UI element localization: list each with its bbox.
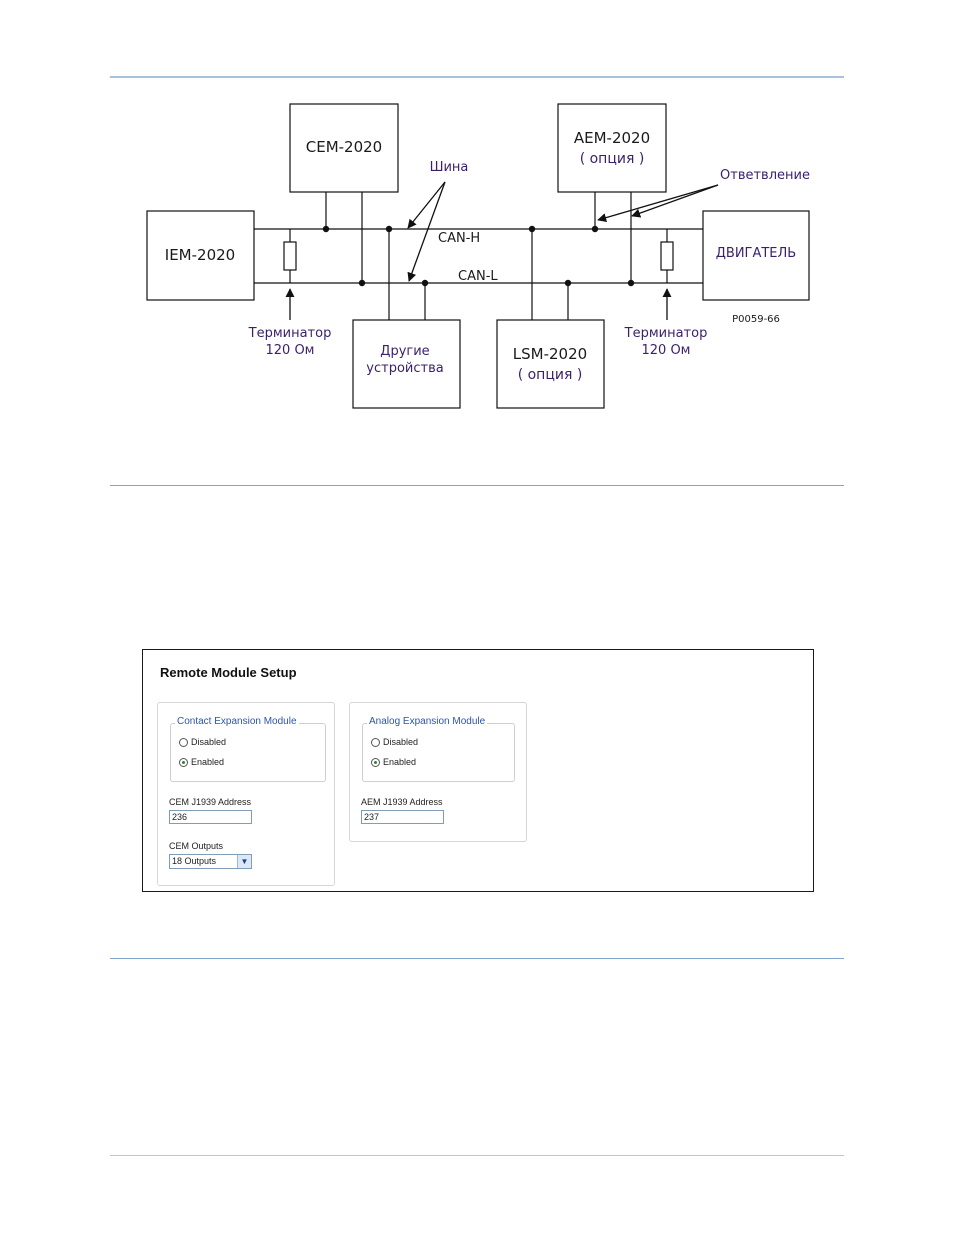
bus-label: Шина: [430, 160, 469, 175]
cem-radio-enabled-label: Enabled: [191, 757, 225, 767]
iem-box: [146, 210, 255, 301]
aem-address-input[interactable]: 237: [361, 810, 444, 824]
bus-arrow-2: [407, 181, 446, 282]
lsm-label: LSM-2020: [513, 345, 587, 363]
can-l-label: CAN-L: [458, 269, 498, 284]
cem-outputs-value: 18 Outputs: [172, 856, 217, 866]
radio-selected-icon[interactable]: [371, 757, 380, 767]
section-rule-2: [110, 958, 844, 959]
aem-label: AEM-2020: [574, 129, 650, 147]
lsm-option-label: ( опция ): [518, 367, 583, 383]
aem-option-label: ( опция ): [580, 151, 645, 167]
terminator-left-label-2: 120 Ом: [266, 343, 315, 358]
radio-selected-icon[interactable]: [179, 757, 188, 767]
cem-radio-enabled[interactable]: Enabled: [179, 757, 224, 767]
aem-radio-disabled[interactable]: Disabled: [371, 737, 418, 747]
cem-box: [289, 103, 399, 193]
aem-radio-enabled[interactable]: Enabled: [371, 757, 416, 767]
terminator-right-label-2: 120 Ом: [642, 343, 691, 358]
cem-outputs-label: CEM Outputs: [169, 841, 224, 851]
aem-group-legend: Analog Expansion Module: [367, 716, 488, 727]
terminator-right-resistor: [660, 241, 674, 271]
radio-icon[interactable]: [371, 737, 380, 747]
engine-label: ДВИГАТЕЛЬ: [716, 246, 796, 261]
remote-module-setup-panel: Remote Module Setup Contact Expansion Mo…: [142, 649, 814, 892]
panel-title: Remote Module Setup: [160, 665, 297, 680]
aem-box: [557, 103, 667, 193]
radio-icon[interactable]: [179, 737, 188, 747]
aem-group: Analog Expansion Module Disabled Enabled: [362, 716, 515, 782]
chevron-down-icon[interactable]: ▼: [237, 855, 251, 868]
top-rule: [110, 76, 844, 78]
terminator-right-label-1: Терминатор: [624, 326, 708, 341]
cem-label: CEM-2020: [306, 138, 382, 156]
terminator-left-label-1: Терминатор: [248, 326, 332, 341]
branch-arrow-1: [597, 184, 719, 223]
figure-id-label: P0059-66: [732, 314, 780, 325]
branch-label: Ответвление: [720, 168, 810, 183]
aem-radio-disabled-label: Disabled: [383, 737, 419, 747]
bus-arrow-1: [407, 181, 446, 229]
other-devices-label-2: устройства: [366, 361, 443, 376]
section-rule-1: [110, 485, 844, 486]
other-devices-box: [352, 319, 461, 409]
terminator-left-resistor: [283, 241, 297, 271]
cem-outputs-select[interactable]: 18 Outputs ▼: [169, 854, 252, 869]
cem-radio-disabled[interactable]: Disabled: [179, 737, 226, 747]
branch-arrow-2: [631, 184, 719, 218]
can-bus-diagram: CEM-2020 AEM-2020 ( опция ) IEM-2020 ДВИ…: [146, 103, 810, 409]
aem-radio-enabled-label: Enabled: [383, 757, 417, 767]
cem-radio-disabled-label: Disabled: [191, 737, 227, 747]
aem-address-label: AEM J1939 Address: [361, 797, 443, 807]
cem-group: Contact Expansion Module Disabled Enable…: [170, 716, 326, 782]
footer-rule: [110, 1155, 844, 1156]
cem-address-input[interactable]: 236: [169, 810, 252, 824]
lsm-box: [496, 319, 605, 409]
iem-label: IEM-2020: [165, 246, 235, 264]
other-devices-label-1: Другие: [380, 344, 429, 359]
aem-card: Analog Expansion Module Disabled Enabled…: [349, 702, 527, 842]
can-h-label: CAN-H: [438, 231, 480, 246]
engine-box: [702, 210, 810, 301]
cem-card: Contact Expansion Module Disabled Enable…: [157, 702, 335, 886]
cem-group-legend: Contact Expansion Module: [175, 716, 299, 727]
cem-address-label: CEM J1939 Address: [169, 797, 252, 807]
